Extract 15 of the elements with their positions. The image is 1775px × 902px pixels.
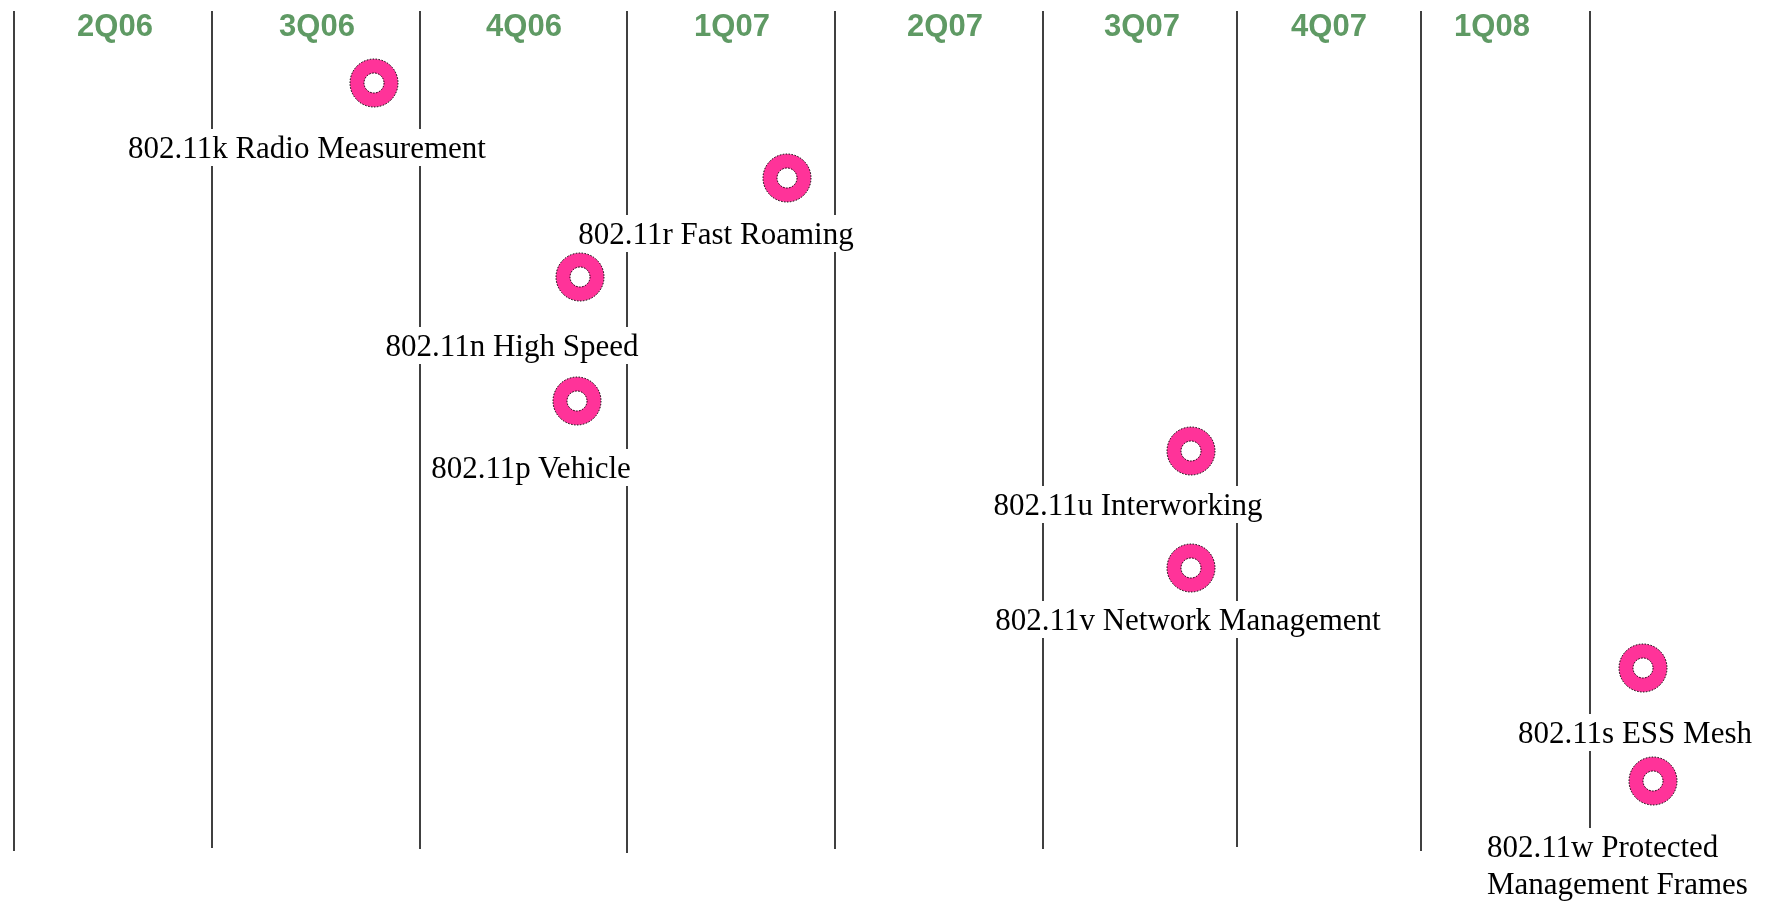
milestone-label: 802.11p Vehicle xyxy=(431,449,631,486)
quarter-heading: 4Q06 xyxy=(486,10,562,41)
milestone-label: 802.11r Fast Roaming xyxy=(578,215,854,252)
quarter-heading: 1Q07 xyxy=(694,10,770,41)
milestone-label: 802.11u Interworking xyxy=(993,486,1263,523)
milestone-label: 802.11n High Speed xyxy=(385,327,639,364)
quarter-heading: 3Q07 xyxy=(1104,10,1180,41)
milestone-label: 802.11k Radio Measurement xyxy=(128,129,486,166)
quarter-heading: 3Q06 xyxy=(279,10,355,41)
milestone-label: 802.11s ESS Mesh xyxy=(1518,714,1752,751)
quarter-heading: 2Q07 xyxy=(907,10,983,41)
milestone-label: 802.11v Network Management xyxy=(995,601,1381,638)
quarter-heading: 1Q08 xyxy=(1454,10,1530,41)
quarter-heading: 2Q06 xyxy=(77,10,153,41)
quarter-heading: 4Q07 xyxy=(1291,10,1367,41)
